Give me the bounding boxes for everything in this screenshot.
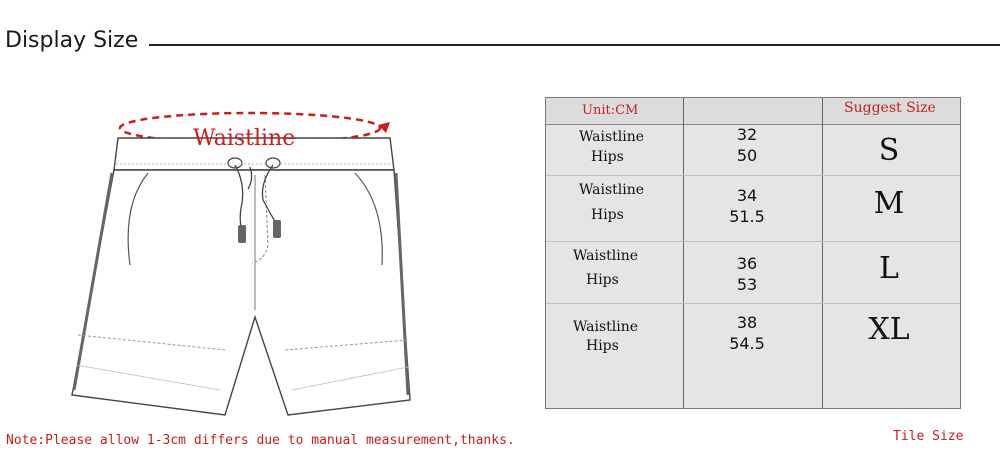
title-divider — [149, 44, 1000, 46]
row-divider — [546, 175, 960, 176]
row-label-hips: Hips — [591, 149, 624, 165]
waistline-arrow-icon — [378, 122, 390, 133]
column-divider — [822, 98, 823, 408]
drawstring-icon — [227, 157, 281, 243]
row-label-hips: Hips — [591, 207, 624, 223]
measurement-note: Note:Please allow 1-3cm differs due to m… — [6, 433, 515, 448]
row-divider — [546, 241, 960, 242]
row-label-hips: Hips — [586, 338, 619, 354]
hips-value: 53 — [736, 275, 758, 294]
suggest-size-label: Suggest Size — [844, 100, 936, 116]
waist-value: 32 — [736, 125, 758, 144]
size-label: M — [873, 186, 905, 221]
row-label-hips: Hips — [586, 272, 619, 288]
page-title: Display Size — [5, 28, 139, 53]
size-label: L — [879, 251, 899, 286]
tile-size-label: Tile Size — [893, 429, 964, 444]
hips-value: 50 — [736, 146, 758, 165]
waistline-label: Waistline — [193, 126, 296, 151]
hips-value: 54.5 — [729, 334, 765, 353]
row-label-waistline: Waistline — [573, 248, 639, 264]
row-label-waistline: Waistline — [573, 319, 639, 335]
row-divider — [546, 303, 960, 304]
waist-value: 34 — [736, 186, 758, 205]
row-label-waistline: Waistline — [579, 129, 645, 145]
shorts-illustration — [71, 111, 411, 416]
size-label: S — [878, 133, 900, 168]
size-label: XL — [868, 312, 910, 347]
waist-value: 38 — [736, 313, 758, 332]
table-header — [546, 98, 960, 125]
waist-value: 36 — [736, 254, 758, 273]
column-divider — [683, 98, 684, 408]
row-label-waistline: Waistline — [579, 182, 645, 198]
hips-value: 51.5 — [729, 207, 765, 226]
unit-label: Unit:CM — [582, 103, 639, 118]
size-table: Unit:CM Suggest Size Waistline Hips 32 5… — [545, 97, 961, 409]
